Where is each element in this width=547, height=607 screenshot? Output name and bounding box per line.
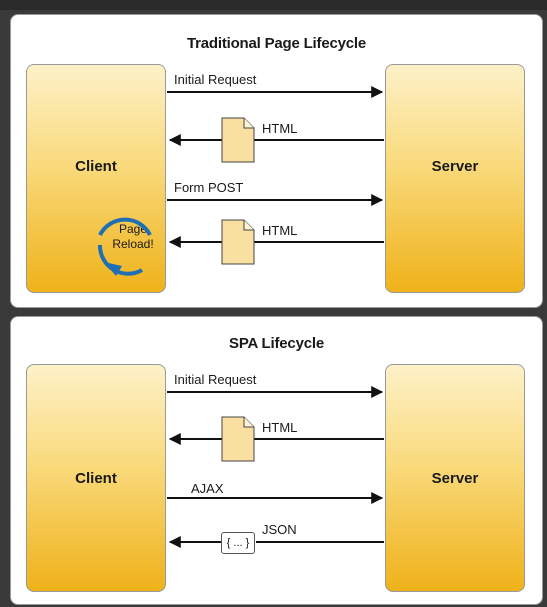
panel-title: SPA Lifecycle	[229, 335, 324, 352]
json-payload-text: { ... }	[226, 537, 250, 549]
document-icon	[221, 117, 255, 163]
msg-label-json: JSON	[262, 522, 297, 537]
server-node: Server	[385, 364, 525, 592]
server-label: Server	[431, 469, 479, 487]
reload-line-2: Reload!	[112, 237, 154, 251]
json-braces-icon: { ... }	[221, 532, 255, 554]
msg-label-html: HTML	[262, 223, 298, 238]
window-top-bar	[0, 0, 547, 10]
server-label: Server	[431, 158, 479, 175]
client-label: Client	[75, 158, 117, 175]
msg-label-html: HTML	[262, 420, 298, 435]
msg-label-html: HTML	[262, 121, 298, 136]
msg-label-initial-request: Initial Request	[174, 72, 257, 87]
client-node: Client	[26, 364, 166, 592]
msg-label-initial-request: Initial Request	[174, 372, 257, 387]
panel-title: Traditional Page Lifecycle	[186, 35, 367, 52]
msg-label-form-post: Form POST	[174, 180, 244, 195]
document-icon	[221, 416, 255, 462]
server-node: Server	[385, 64, 525, 293]
document-icon	[221, 219, 255, 265]
msg-label-ajax: AJAX	[191, 481, 224, 496]
client-node: Client	[26, 64, 166, 293]
client-label: Client	[75, 469, 117, 487]
reload-cycle-icon	[97, 217, 152, 276]
